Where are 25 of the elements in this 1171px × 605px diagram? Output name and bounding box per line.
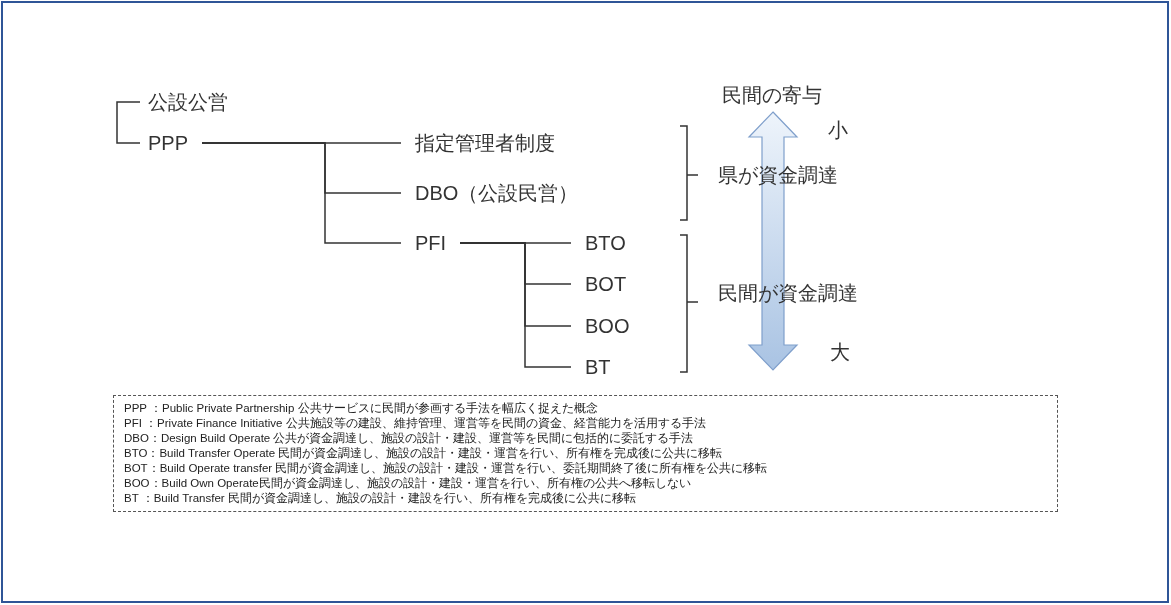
tree-item: BTO (585, 231, 626, 255)
scale-label: 大 (830, 340, 850, 364)
tree-item: BT (585, 355, 611, 379)
tree-connector (116, 101, 141, 144)
tree-item: BOT (585, 272, 627, 296)
tree-item: PFI (415, 231, 447, 255)
group-label: 県が資金調達 (718, 163, 838, 187)
definition-note: DBO：Design Build Operate 公共が資金調達し、施設の設計・建設、運営等を民間に包括的に委託する手法 (124, 431, 695, 446)
group-label: 民間が資金調達 (718, 281, 858, 305)
definition-note: BT ：Build Transfer 民間が資金調達し、施設の設計・建設を行い、所有権を完成後に公共に移転 (124, 491, 637, 506)
definition-note: BOT：Build Operate transfer 民間が資金調達し、施設の設計・建設・運営を行い、委託期間終了後に所有権を公共に移転 (124, 461, 769, 476)
tree-item: PPP (148, 131, 189, 155)
scale-label: 小 (828, 118, 848, 142)
axis-label: 民間の寄与 (722, 83, 822, 107)
tree-item: 公設公営 (148, 90, 228, 114)
definition-note: BOO：Build Own Operate民間が資金調達し、施設の設計・建設・運営を行い、所有権の公共へ移転しない (124, 476, 692, 491)
definition-note: PFI ：Private Finance Initiative 公共施設等の建設、維持管理、運営等を民間の資金、経営能力を活用する手法 (124, 416, 707, 431)
notes-box (113, 395, 1058, 512)
tree-item: 指定管理者制度 (415, 131, 555, 155)
tree-connector (459, 242, 572, 368)
tree-item: BOO (585, 314, 630, 338)
definition-note: PPP ：Public Private Partnership 公共サービスに民間が参画する手法を幅広く捉えた概念 (124, 401, 599, 416)
tree-item: DBO（公設民営） (415, 181, 579, 205)
tree-connector (201, 142, 402, 244)
definition-note: BTO：Build Transfer Operate 民間が資金調達し、施設の設計・建設・運営を行い、所有権を完成後に公共に移転 (124, 446, 724, 461)
